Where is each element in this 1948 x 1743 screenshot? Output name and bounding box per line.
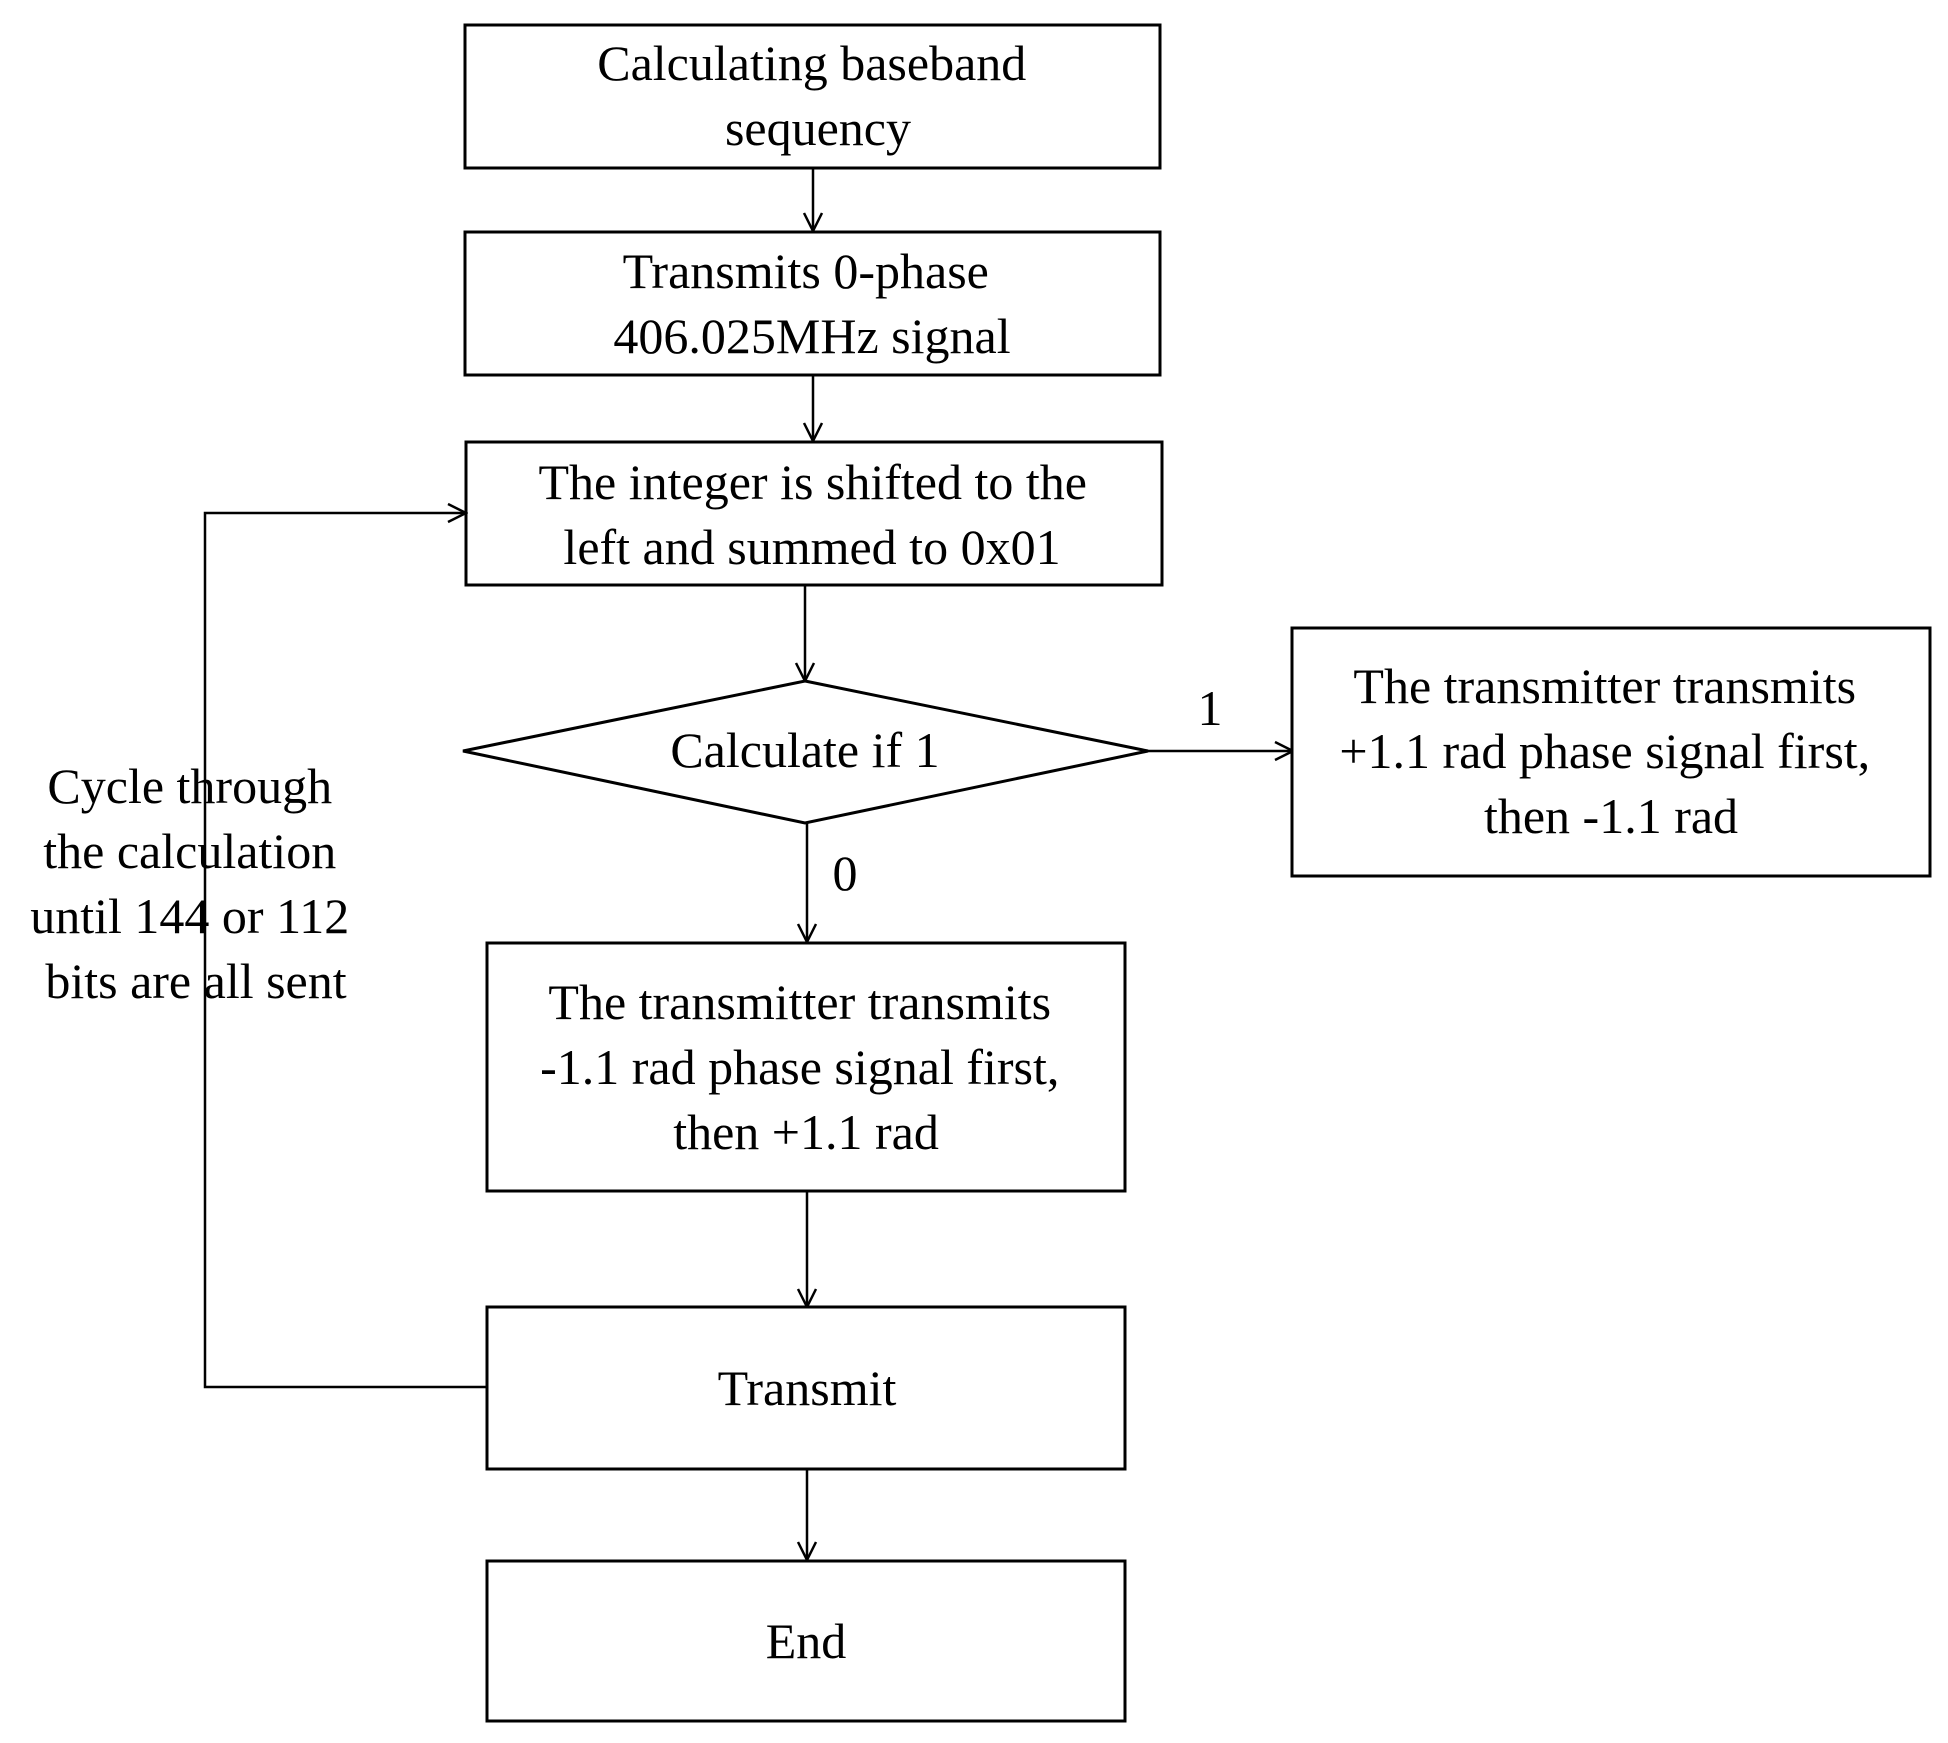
branch-zero-box: [485, 941, 1127, 1193]
branch-zero-line-2: -1.1 rad phase signal first,: [540, 1039, 1059, 1095]
decision-diamond: [462, 679, 1149, 825]
branch-one-box: [1290, 626, 1932, 878]
shift-integer-text: The integer is shifted to the left and s…: [539, 454, 1100, 575]
transmit-line-1: Transmit: [718, 1360, 897, 1416]
branch-one-line-1: The transmitter transmits: [1353, 658, 1856, 714]
transmit-zero-phase-text: Transmits 0-phase 406.025MHz signal: [613, 243, 1010, 364]
transmit-zero-phase-line-2: 406.025MHz signal: [613, 308, 1010, 364]
branch-zero-line-1: The transmitter transmits: [548, 974, 1051, 1030]
calc-baseband-line-2: sequency: [725, 100, 911, 156]
shift-integer-line-1: The integer is shifted to the: [539, 454, 1087, 510]
shift-integer-box: [464, 440, 1164, 587]
loop-note-line-1: Cycle through: [47, 758, 332, 814]
loop-note-line-3: until 144 or 112: [30, 888, 349, 944]
branch-one-text: The transmitter transmits +1.1 rad phase…: [1339, 658, 1882, 844]
transmit-zero-phase-box: [463, 230, 1162, 377]
branch-zero-text: The transmitter transmits -1.1 rad phase…: [540, 974, 1072, 1160]
branch-one-line-3: then -1.1 rad: [1484, 788, 1738, 844]
loop-note-text: Cycle through the calculation until 144 …: [30, 758, 361, 1009]
branch-one-line-2: +1.1 rad phase signal first,: [1339, 723, 1870, 779]
end-line-1: End: [766, 1613, 847, 1669]
branch-zero-line-3: then +1.1 rad: [673, 1104, 939, 1160]
loop-note-line-2: the calculation: [43, 823, 336, 879]
edge-label-zero: 0: [833, 845, 858, 901]
transmit-box: [485, 1305, 1127, 1471]
loop-back-line: [203, 513, 487, 1389]
loop-note-line-4: bits are all sent: [45, 953, 346, 1009]
end-text: End: [766, 1613, 847, 1669]
end-box: [485, 1559, 1127, 1723]
calc-baseband-box: [463, 23, 1162, 170]
decision-text: Calculate if 1: [670, 722, 939, 778]
transmit-text: Transmit: [718, 1360, 897, 1416]
shift-integer-line-2: left and summed to 0x01: [563, 519, 1060, 575]
decision-line-1: Calculate if 1: [670, 722, 939, 778]
calc-baseband-text: Calculating baseband sequency: [597, 35, 1039, 156]
transmit-zero-phase-line-1: Transmits 0-phase: [623, 243, 989, 299]
calc-baseband-line-1: Calculating baseband: [597, 35, 1026, 91]
edge-label-one: 1: [1198, 680, 1223, 736]
